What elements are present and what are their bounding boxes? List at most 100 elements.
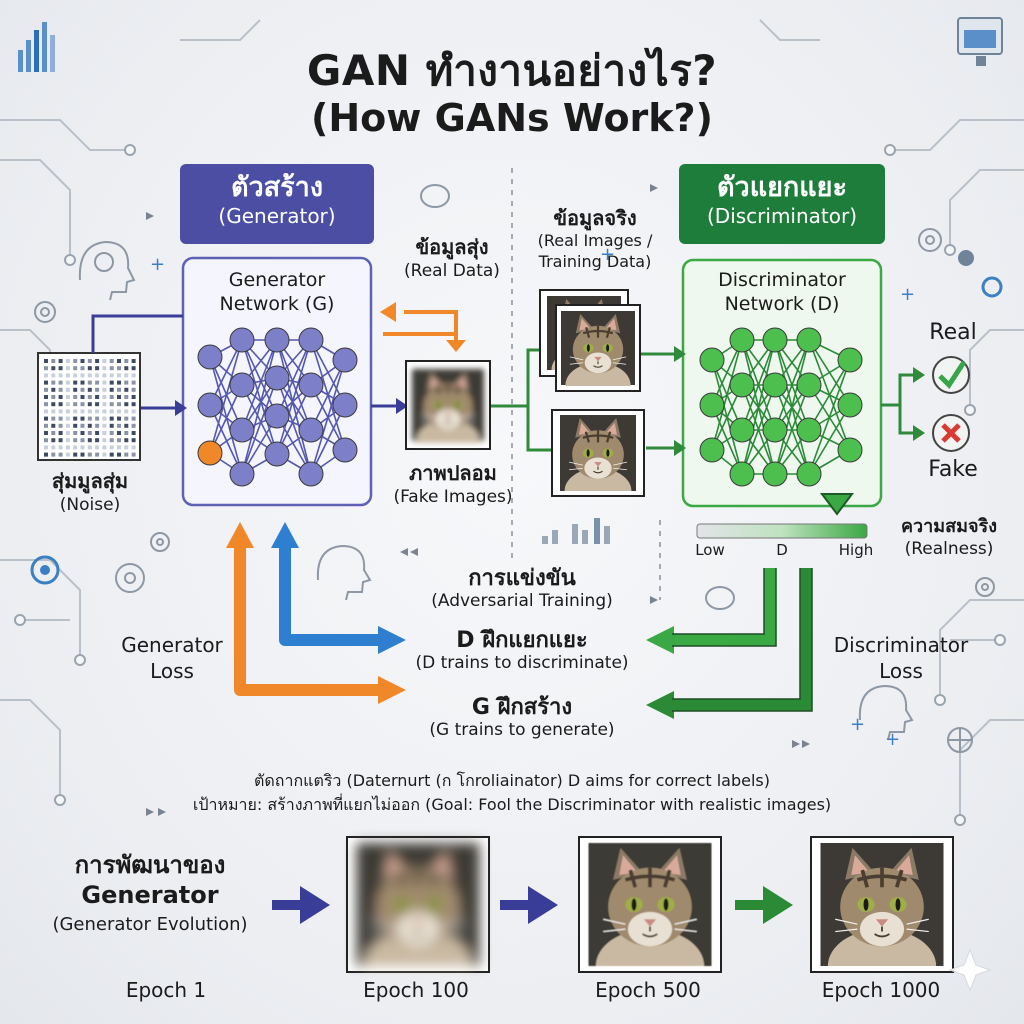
gear-icon-right-lower (975, 577, 995, 597)
cross-icon (932, 414, 970, 452)
adversarial-english: (Adversarial Training) (431, 591, 613, 611)
output-fake-label: Fake (928, 457, 978, 482)
epoch-label-2: Epoch 100 (363, 978, 469, 1002)
real-data-arrow-thai: ข้อมูลสุ่ง (415, 235, 489, 259)
realness-high: High (838, 541, 874, 559)
generator-net-node (298, 327, 324, 353)
discriminator-net-node (729, 327, 755, 353)
generator-header: ตัวสร้าง (Generator) (180, 164, 374, 244)
generator-loss-label: Generator Loss (100, 632, 244, 684)
real-data-arrow-label: ข้อมูลสุ่ง (Real Data) (382, 236, 522, 282)
discriminator-loss-label: Discriminator Loss (816, 632, 986, 684)
discriminator-network-label-line2: Network (D) (724, 293, 840, 315)
generator-net-node (332, 347, 358, 373)
evolution-arrows (272, 886, 793, 924)
generator-loss-arrows (234, 540, 380, 696)
real-image-cat (551, 409, 645, 497)
generator-network-label-line2: Network (G) (219, 293, 335, 315)
gear-icon-right (918, 228, 942, 252)
d-trains-thai: D ฝึกแยกแยะ (456, 628, 588, 653)
globe-icon (947, 727, 973, 753)
noise-to-generator-line (91, 314, 183, 353)
evolution-image-epoch100 (346, 836, 490, 973)
discriminator-net-node (729, 417, 755, 443)
note-line-2: เป้าหมาย: สร้างภาพที่แยกไม่ออก (Goal: Fo… (192, 795, 832, 814)
generator-neural-net (197, 327, 358, 487)
fake-images-english: (Fake Images) (393, 487, 513, 507)
discriminator-net-node (837, 347, 863, 373)
page-title-thai: GAN ทำงานอย่างไร? (306, 46, 718, 95)
generator-net-node (298, 372, 324, 398)
discriminator-net-node (762, 417, 788, 443)
discriminator-header-english: (Discriminator) (706, 204, 858, 228)
evolution-english-1: Generator (81, 881, 219, 909)
adversarial-thai: การแข่งขัน (468, 566, 576, 591)
generator-net-node (264, 365, 290, 391)
fake-image-cat (405, 360, 491, 450)
epoch-label-1: Epoch 1 (125, 978, 207, 1002)
generator-network-label: Generator Network (G) (183, 268, 371, 316)
monitor-icon (957, 17, 1003, 66)
epoch-label-3: Epoch 500 (595, 978, 701, 1002)
discriminator-network-label: Discriminator Network (D) (683, 268, 881, 316)
discriminator-net-node (699, 392, 725, 418)
brain-icon-mid (705, 586, 735, 610)
realness-thai: ความสมจริง (901, 516, 997, 537)
discriminator-net-node (796, 372, 822, 398)
realness-bar (696, 493, 868, 539)
g-trains-block: G ฝึกสร้าง (G trains to generate) (402, 697, 642, 741)
discriminator-loss-arrows (672, 568, 812, 711)
discriminator-header: ตัวแยกแยะ (Discriminator) (679, 164, 885, 244)
discriminator-net-node (796, 461, 822, 487)
noise-label-english: (Noise) (59, 495, 121, 515)
real-images-label: ข้อมูลจริง (Real Images / Training Data) (514, 208, 676, 272)
discriminator-net-node (699, 437, 725, 463)
generator-net-node (264, 441, 290, 467)
generator-net-node (229, 327, 255, 353)
discriminator-net-node (729, 372, 755, 398)
discriminator-net-node (729, 461, 755, 487)
realness-label: ความสมจริง (Realness) (876, 516, 1022, 560)
generator-loss-line2: Loss (150, 659, 194, 683)
orange-arrowheads (226, 522, 406, 704)
real-image-stack (539, 289, 641, 392)
discriminator-neural-net (699, 327, 863, 487)
generator-header-english: (Generator) (218, 204, 336, 228)
brain-head-icon-mid (316, 544, 372, 601)
brain-head-icon-left (78, 240, 136, 301)
discriminator-header-thai: ตัวแยกแยะ (717, 172, 847, 203)
generator-loss-line1: Generator (121, 633, 223, 657)
svg-text:+: + (885, 729, 900, 750)
generator-net-node (264, 327, 290, 353)
realness-low: Low (695, 541, 725, 559)
generator-net-node (197, 440, 223, 466)
output-real-label: Real (929, 320, 977, 345)
discriminator-network-label-line1: Discriminator (718, 269, 846, 291)
discriminator-loss-line2: Loss (879, 659, 923, 683)
discriminator-loss-line1: Discriminator (833, 633, 969, 657)
brain-icon-top (420, 184, 450, 208)
generator-net-node (197, 344, 223, 370)
bar-chart-icon (18, 22, 610, 544)
noise-grid (37, 352, 141, 461)
realness-mid: D (776, 541, 788, 559)
page-title-english: (How GANs Work?) (311, 96, 713, 140)
noise-label: สุ่มมูลสุ่ม (Noise) (28, 470, 152, 516)
discriminator-net-node (762, 372, 788, 398)
discriminator-net-node (796, 417, 822, 443)
sparkle-icon (948, 948, 992, 992)
generator-net-node (229, 417, 255, 443)
check-icon (932, 356, 970, 394)
fake-images-label: ภาพปลอม (Fake Images) (378, 462, 528, 508)
evolution-thai: การพัฒนาของ (74, 851, 226, 879)
svg-text:+: + (600, 244, 615, 265)
discriminator-net-node (762, 327, 788, 353)
svg-text:+: + (850, 714, 865, 735)
discriminator-net-node (837, 437, 863, 463)
evolution-image-epoch500 (578, 836, 722, 973)
generator-net-node (197, 392, 223, 418)
brain-head-icon-right (858, 684, 914, 741)
discriminator-net-node (837, 392, 863, 418)
adversarial-training-block: การแข่งขัน (Adversarial Training) (402, 568, 642, 612)
